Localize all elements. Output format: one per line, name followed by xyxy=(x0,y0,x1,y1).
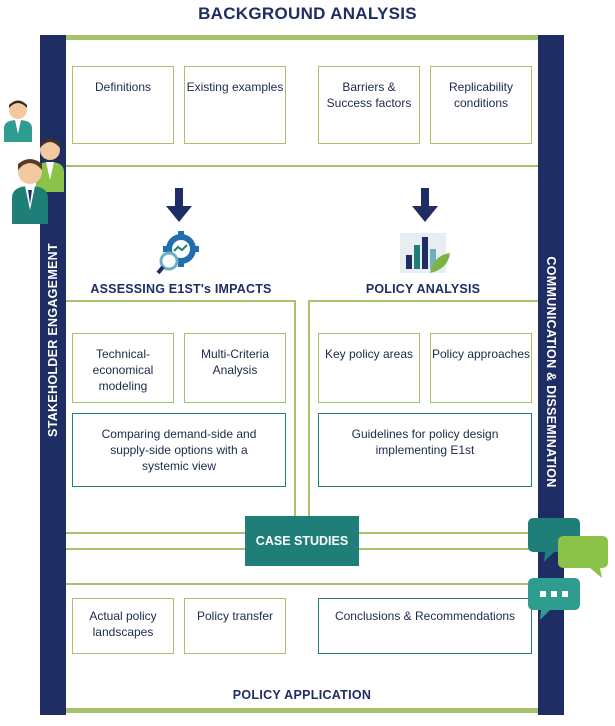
people-icon xyxy=(4,100,64,224)
arrow-down-icon xyxy=(412,188,438,222)
chat-bubbles-icon xyxy=(528,518,608,620)
tech-econ-box: Technical-economical modeling xyxy=(72,333,174,403)
conclusions-box: Conclusions & Recommendations xyxy=(318,598,532,654)
communication-label: COMMUNICATION & DISSEMINATION xyxy=(544,256,558,488)
guidelines-box: Guidelines for policy design implementin… xyxy=(318,413,532,487)
multi-criteria-box: Multi-Criteria Analysis xyxy=(184,333,286,403)
replicability-box: Replicability conditions xyxy=(430,66,532,144)
case-studies-banner: CASE STUDIES xyxy=(245,516,359,566)
divider-2 xyxy=(66,300,296,302)
bar-chart-leaf-icon xyxy=(400,233,450,273)
definitions-box: Definitions xyxy=(72,66,174,144)
stakeholder-label: STAKEHOLDER ENGAGEMENT xyxy=(46,243,60,437)
arrow-down-icon xyxy=(166,188,192,222)
policy-approaches-box: Policy approaches xyxy=(430,333,532,403)
comparing-box: Comparing demand-side and supply-side op… xyxy=(72,413,286,487)
bottom-green-line xyxy=(66,708,538,713)
gear-magnifier-icon xyxy=(156,231,199,275)
assessing-title: ASSESSING E1ST's IMPACTS xyxy=(90,282,272,296)
bottom-title: POLICY APPLICATION xyxy=(232,688,372,702)
divider-1 xyxy=(66,165,538,167)
top-title: BACKGROUND ANALYSIS xyxy=(198,4,417,23)
key-policy-box: Key policy areas xyxy=(318,333,420,403)
barriers-box: Barriers & Success factors xyxy=(318,66,420,144)
actual-policy-box: Actual policy landscapes xyxy=(72,598,174,654)
divider-6 xyxy=(66,583,538,585)
policy-transfer-box: Policy transfer xyxy=(184,598,286,654)
vline-right xyxy=(308,300,310,548)
policy-analysis-title: POLICY ANALYSIS xyxy=(365,282,481,296)
divider-3 xyxy=(308,300,538,302)
existing-examples-box: Existing examples xyxy=(184,66,286,144)
vline-left xyxy=(294,300,296,548)
top-green-line xyxy=(66,35,538,40)
